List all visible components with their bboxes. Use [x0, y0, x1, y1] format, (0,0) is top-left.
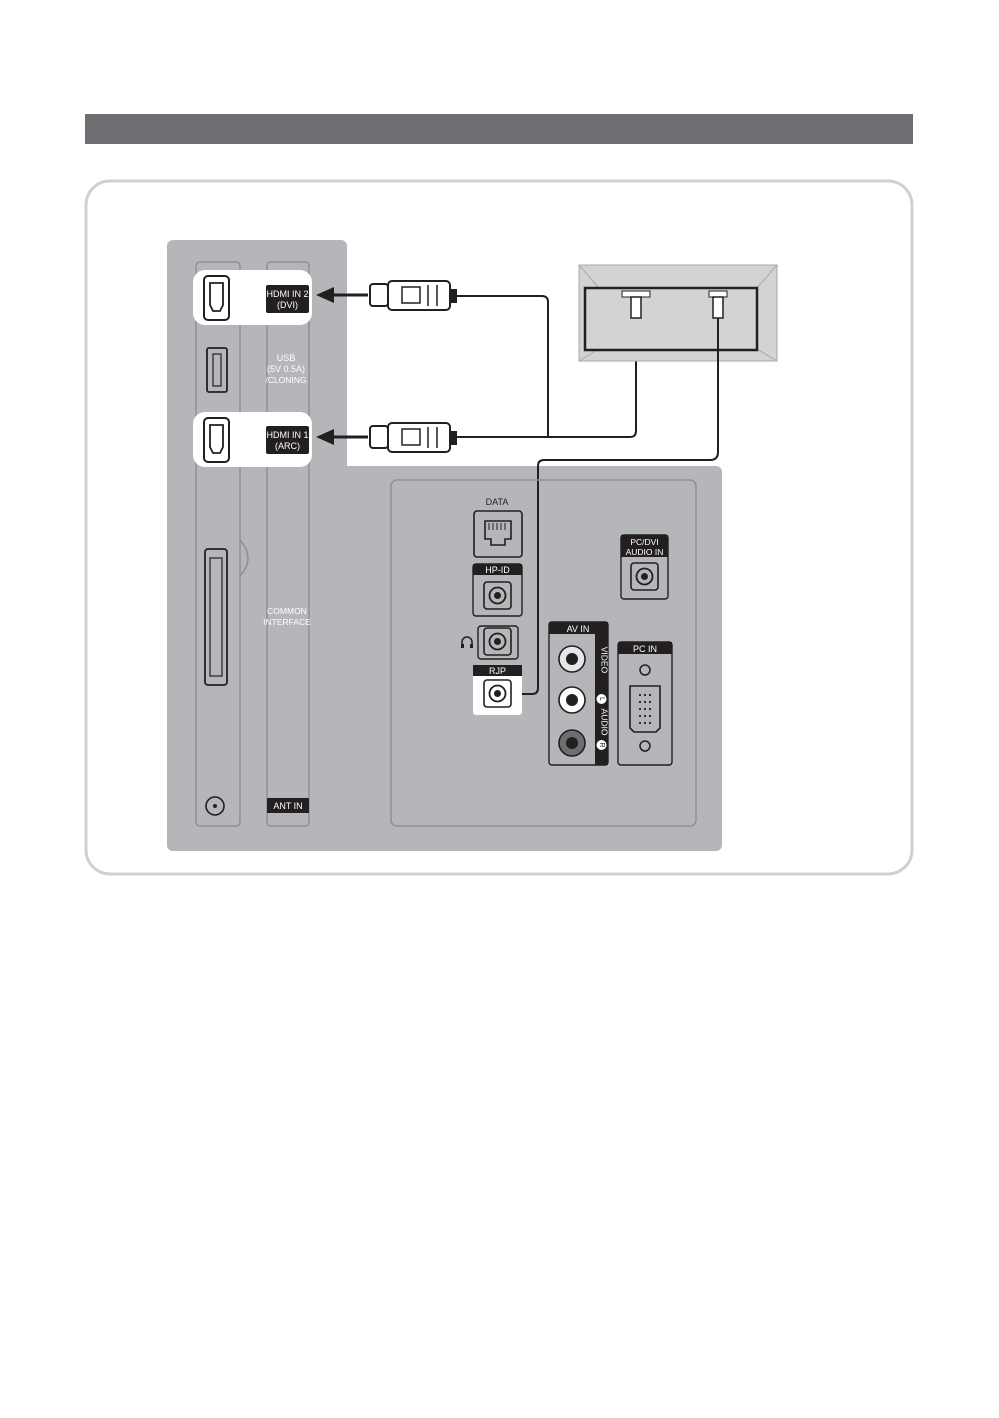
hdmi-plug-icon — [370, 423, 457, 452]
audio-right-mark: R — [598, 742, 605, 747]
wall-box — [579, 265, 777, 361]
hdmi-port-icon — [204, 276, 229, 320]
pc-in-label: PC IN — [633, 644, 657, 654]
common-interface-label: COMMON — [267, 606, 307, 616]
usb-cloning-label: /CLONING — [265, 375, 306, 385]
audio-in-label: AUDIO IN — [626, 547, 664, 557]
rjp-label: RJP — [489, 666, 506, 676]
hdmi-in-2-group: HDMI IN 2 (DVI) — [193, 270, 312, 325]
video-label: VIDEO — [600, 647, 610, 674]
audio-left-mark: L — [598, 697, 605, 701]
audio-label: AUDIO — [600, 709, 610, 736]
ant-in-label: ANT IN — [273, 801, 302, 811]
av-in-label: AV IN — [567, 624, 590, 634]
hdmi-plug-icon — [370, 281, 457, 310]
hp-id-label: HP-ID — [485, 565, 510, 575]
hdmi-in-2-label: HDMI IN 2 — [266, 289, 308, 299]
usb-label: USB — [277, 353, 296, 363]
hdmi-in-1-sublabel: (ARC) — [275, 441, 300, 451]
rjp-port-group: RJP — [473, 665, 522, 715]
data-label: DATA — [486, 497, 509, 507]
hdmi-port-icon — [204, 418, 229, 462]
hdmi-in-1-group: HDMI IN 1 (ARC) — [193, 412, 312, 467]
rca-jack-icon — [559, 730, 585, 756]
rca-jack-icon — [559, 646, 585, 672]
hdmi-in-1-label: HDMI IN 1 — [266, 430, 308, 440]
usb-spec-label: (5V 0.5A) — [267, 364, 305, 374]
rca-jack-icon — [559, 687, 585, 713]
hdmi-in-2-sublabel: (DVI) — [277, 300, 298, 310]
pc-dvi-label: PC/DVI — [630, 537, 658, 547]
common-interface-sublabel: INTERFACE — [263, 617, 311, 627]
